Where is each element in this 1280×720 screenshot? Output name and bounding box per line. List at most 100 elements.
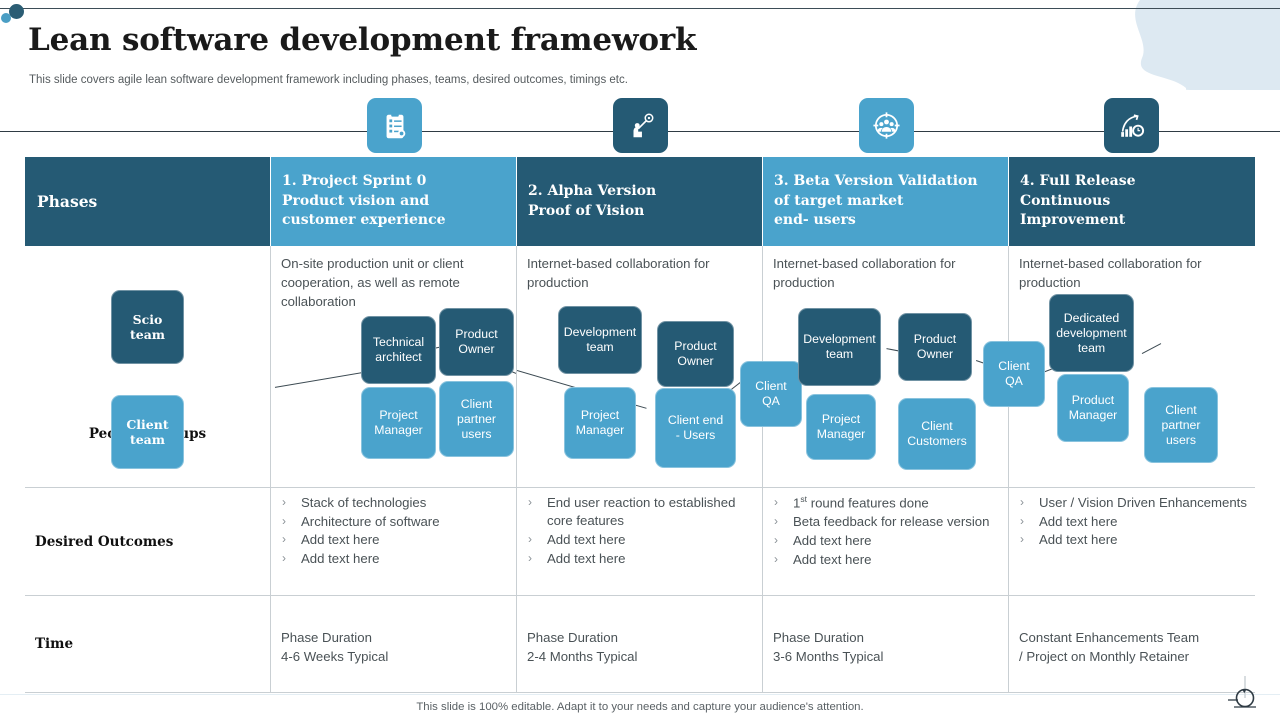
header-phases-label: Phases [25,157,271,246]
outcome-item: › User / Vision Driven Enhancements [1017,494,1251,512]
header-phase-3: 3. Beta Version Validation of target mar… [763,157,1009,246]
time-text-1: Phase Duration 4-6 Weeks Typical [281,630,389,665]
outcome-item-label: Add text here [547,550,626,566]
outcome-item: › Add text here [1017,513,1251,531]
header-phase-3-label: 3. Beta Version Validation of target mar… [774,172,978,229]
growth-gear-icon [1104,98,1159,153]
node-dedicated-development-team: Dedicated development team [1049,294,1134,372]
outcome-item-label: Add text here [1039,513,1118,529]
footer-rule [0,694,1280,695]
outcome-item-label: End user reaction to established core fe… [547,495,736,529]
node-product-owner-1: Product Owner [439,308,514,376]
chevron-right-icon: › [1020,495,1024,509]
node-client-qa-3: Client QA [983,341,1045,407]
outcome-item-label: Add text here [547,531,626,547]
node-project-manager-2: Project Manager [564,387,636,459]
header-phase-1-label: 1. Project Sprint 0 Product vision and c… [282,172,446,229]
header-phase-4-label: 4. Full Release Continuous Improvement [1020,172,1136,229]
table-header-row: Phases 1. Project Sprint 0 Product visio… [25,157,1255,246]
chevron-right-icon: › [282,532,286,547]
outcome-item: ›Add text here [525,550,758,568]
outcome-item-label: Architecture of software [301,513,440,529]
outcomes-cell-phase-2: › End user reaction to established core f… [517,488,763,596]
outcome-item-label: Add text here [793,532,872,548]
chevron-right-icon: › [282,495,286,509]
outcomes-list-2: › End user reaction to established core f… [525,494,758,568]
people-lead-phase-1: On-site production unit or client cooper… [281,256,464,310]
node-project-manager-1: Project Manager [361,387,436,459]
node-client-qa-2: Client QA [740,361,802,427]
outcome-item: › End user reaction to established core f… [525,494,758,530]
outcomes-cell-phase-4: › User / Vision Driven Enhancements › Add t… [1009,488,1255,596]
header-phase-4: 4. Full Release Continuous Improvement [1009,157,1255,246]
time-cell-phase-1: Phase Duration 4-6 Weeks Typical [271,596,517,693]
people-cell-phase-4: Internet-based collaboration for product… [1009,246,1255,488]
people-cell-phase-2: Internet-based collaboration for product… [517,246,802,488]
clipboard-checklist-icon [367,98,422,153]
node-client-partner-users-4: Client partner users [1144,387,1218,463]
top-rule [0,8,1280,9]
outcome-item-label: User / Vision Driven Enhancements [1039,495,1247,510]
node-technical-architect: Technical architect [361,316,436,384]
time-text-2: Phase Duration 2-4 Months Typical [527,630,638,665]
table-row-people: Scio team People / groups Client team On… [25,246,1255,488]
outcome-item-label: Stack of technologies [301,495,427,510]
node-product-manager-4: Product Manager [1057,374,1129,442]
node-product-owner-2: Product Owner [657,321,734,387]
outcome-item: › Add text here [771,551,1004,569]
people-cell-phase-3: Internet-based collaboration for product… [763,246,1045,488]
time-cell-phase-2: Phase Duration 2-4 Months Typical [517,596,763,693]
chevron-right-icon: › [1020,513,1024,528]
loop-arrow-decoration [1228,676,1256,708]
framework-table: Phases 1. Project Sprint 0 Product visio… [25,157,1255,693]
outcome-item: › Add text here [771,532,1004,550]
outcome-item-label: Add text here [301,532,380,548]
outcomes-list-1: › Stack of technologies › Architecture of s… [279,494,512,569]
node-client-customers: Client Customers [898,398,976,470]
people-lead-phase-3: Internet-based collaboration for product… [773,256,956,291]
outcomes-list-3: ›1st round features done›Beta feedback f… [771,494,1004,569]
chevron-right-icon: › [1020,532,1024,547]
chevron-right-icon: › [774,532,778,547]
node-project-manager-3: Project Manager [806,394,876,460]
time-text-4: Constant Enhancements Team / Project on … [1019,630,1200,665]
outcome-item-label: 1st round features done [793,494,929,511]
time-label-cell: Time [25,596,271,693]
time-label: Time [35,636,74,652]
corner-blob-decoration [1120,0,1280,90]
page-subtitle: This slide covers agile lean software de… [29,74,628,86]
outcome-item-label: Add text here [793,551,872,567]
outcome-item: › Add text here [1017,531,1251,549]
outcomes-label-cell: Desired Outcomes [25,488,271,596]
footer-note: This slide is 100% editable. Adapt it to… [416,701,864,713]
outcome-item: › Architecture of software [279,513,512,531]
header-phase-1: 1. Project Sprint 0 Product vision and c… [271,157,517,246]
chevron-right-icon: › [774,551,778,566]
outcome-item: ›Beta feedback for release version [771,513,1004,531]
time-cell-phase-3: Phase Duration 3-6 Months Typical [763,596,1009,693]
decorative-dot-small [1,13,11,23]
chevron-right-icon: › [528,495,532,509]
page-title: Lean software development framework [28,22,697,58]
header-phase-2-label: 2. Alpha Version Proof of Vision [528,182,657,219]
team-target-icon [859,98,914,153]
outcome-item-label: Add text here [301,551,380,567]
people-lead-phase-2: Internet-based collaboration for product… [527,256,710,291]
node-client-end-users: Client end - Users [655,388,736,468]
outcome-item-label: Add text here [1039,532,1118,548]
outcome-item: › Stack of technologies [279,494,512,512]
vision-target-launch-icon [613,98,668,153]
chevron-right-icon: › [774,495,778,509]
legend-node-client-team: Client team [111,395,184,469]
outcome-item: ›Add text here [279,550,512,568]
outcome-item: › 1st round features done [771,494,1004,513]
chevron-right-icon: › [282,513,286,528]
outcome-item: ›Add text here [525,531,758,549]
outcomes-cell-phase-1: › Stack of technologies › Architecture of s… [271,488,517,596]
node-development-team-2: Development team [558,306,642,374]
time-cell-phase-4: Constant Enhancements Team / Project on … [1009,596,1255,693]
node-product-owner-3: Product Owner [898,313,972,381]
outcomes-cell-phase-3: ›1st round features done›Beta feedback f… [763,488,1009,596]
header-phase-2: 2. Alpha Version Proof of Vision [517,157,763,246]
outcome-item-label: Beta feedback for release version [793,514,990,530]
